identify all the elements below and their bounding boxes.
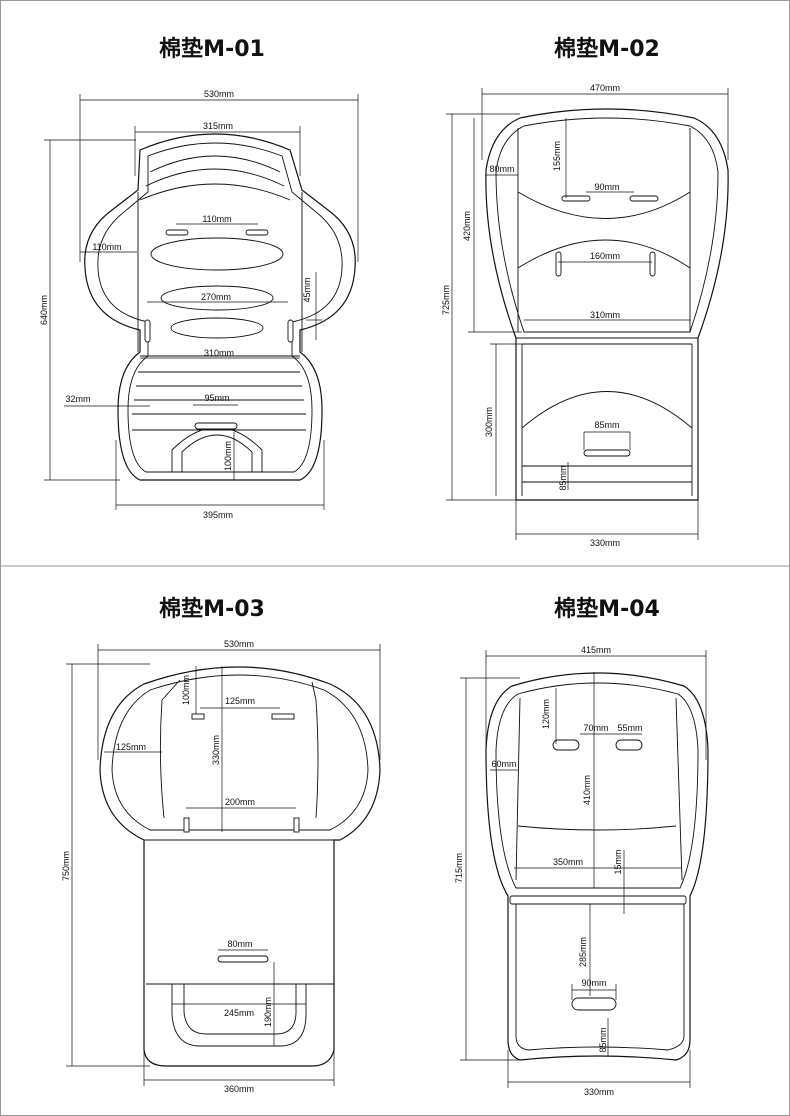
dim-m03-overall-width: 530mm xyxy=(224,639,254,649)
dim-m01-overall-width: 530mm xyxy=(204,89,234,99)
panel-title-m03: 棉垫M-03 xyxy=(159,596,265,622)
dim-m03-total-height: 750mm xyxy=(61,851,71,881)
dim-m02-side-width: 80mm xyxy=(489,164,514,174)
panel-m01: 棉垫M-01 xyxy=(39,36,359,520)
dim-m01-waist-width: 310mm xyxy=(204,348,234,358)
dim-m01-top-width: 315mm xyxy=(203,121,233,131)
cushion-outline-m02 xyxy=(485,108,729,501)
cushion-outline-m04 xyxy=(485,672,709,1061)
dim-m04-bottom-strip: 85mm xyxy=(598,1027,608,1052)
panel-title-m01: 棉垫M-01 xyxy=(159,36,265,62)
dim-m01-oval-width: 270mm xyxy=(201,292,231,302)
dim-m03-side-width: 125mm xyxy=(116,742,146,752)
dim-m04-bottom-width: 330mm xyxy=(584,1087,614,1097)
dim-m03-crotch-depth: 190mm xyxy=(263,997,273,1027)
dim-m01-crotch-depth: 100mm xyxy=(223,441,233,471)
dim-m03-waist-slot-spacing: 200mm xyxy=(225,797,255,807)
dimensions-m04: 415mm 120mm 70mm 55mm 60mm 410mm 715mm 3… xyxy=(454,645,707,1097)
dim-m01-bottom-width: 395mm xyxy=(203,510,233,520)
dim-m04-slot-length: 55mm xyxy=(617,723,642,733)
dim-m02-bottom-width: 330mm xyxy=(590,538,620,548)
cushion-outline-m03 xyxy=(99,666,381,1067)
dim-m04-side-width: 60mm xyxy=(491,759,516,769)
dim-m04-seat-height: 285mm xyxy=(578,937,588,967)
dim-m04-waist-width: 350mm xyxy=(553,857,583,867)
panel-title-m02: 棉垫M-02 xyxy=(554,36,660,62)
dim-m02-total-height: 725mm xyxy=(441,285,451,315)
panel-title-m04: 棉垫M-04 xyxy=(554,596,660,622)
dim-m01-side-width: 110mm xyxy=(92,242,121,252)
dim-m02-slot-spacing: 90mm xyxy=(594,182,619,192)
dim-m04-buckle-width: 90mm xyxy=(581,978,606,988)
dim-m02-head-depth: 155mm xyxy=(552,141,562,171)
dim-m03-buckle-width: 80mm xyxy=(227,939,252,949)
dim-m04-strip-width: 15mm xyxy=(613,849,623,874)
dim-m02-waist-width: 310mm xyxy=(590,310,620,320)
dim-m04-head-depth: 120mm xyxy=(541,699,551,729)
dimensions-m03: 530mm 100mm 125mm 125mm 330mm 750mm 200m… xyxy=(61,639,381,1094)
dim-m02-buckle-width: 85mm xyxy=(594,420,619,430)
dimensions-m02: 470mm 80mm 155mm 90mm 420mm 725mm 160mm … xyxy=(441,83,729,548)
cushion-outline-m01 xyxy=(84,133,356,481)
dim-m01-crotch-width: 95mm xyxy=(204,393,229,403)
dim-m03-slot-spacing: 125mm xyxy=(225,696,255,706)
dim-m04-total-height: 715mm xyxy=(454,853,464,883)
panel-m03: 棉垫M-03 530mm 100mm 125mm xyxy=(61,596,381,1094)
dim-m01-height: 640mm xyxy=(39,295,49,325)
dim-m04-upper-height: 410mm xyxy=(582,775,592,805)
dim-m02-overall-width: 470mm xyxy=(590,83,620,93)
dimensions-m01: 530mm 315mm 110mm 110mm 640mm 270mm 45mm… xyxy=(39,89,359,520)
dim-m04-slot-gap: 70mm xyxy=(583,723,608,733)
dim-m02-upper-height: 420mm xyxy=(462,211,472,241)
dim-m03-bottom-width: 360mm xyxy=(224,1084,254,1094)
dim-m02-bottom-strip: 85mm xyxy=(558,465,568,490)
panel-m04: 棉垫M-04 415mm 120mm 70mm 55mm 6 xyxy=(454,596,709,1097)
dim-m04-overall-width: 415mm xyxy=(581,645,611,655)
dim-m01-slot-length: 45mm xyxy=(302,277,312,302)
dim-m03-head-depth: 100mm xyxy=(181,675,191,705)
dim-m02-waist-slot-spacing: 160mm xyxy=(590,251,620,261)
panel-m02: 棉垫M-02 470mm 80m xyxy=(441,36,729,548)
dim-m01-slot-spacing: 110mm xyxy=(202,214,231,224)
dim-m03-upper-height: 330mm xyxy=(211,735,221,765)
dim-m03-crotch-width: 245mm xyxy=(224,1008,254,1018)
dim-m02-seat-height: 300mm xyxy=(484,407,494,437)
dim-m01-edge-offset: 32mm xyxy=(65,394,90,404)
